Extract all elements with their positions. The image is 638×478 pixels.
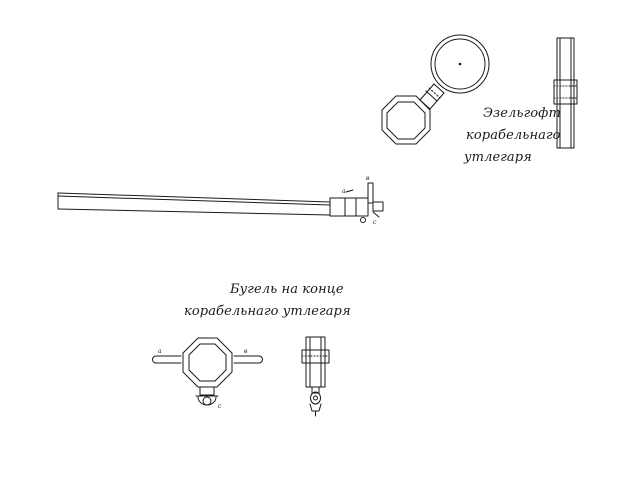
boom-letter-b: в	[366, 175, 370, 182]
eyebolt-ring	[430, 34, 490, 94]
eyebolt-side-view	[553, 37, 578, 149]
band-right-pin	[233, 355, 263, 364]
boom-letter-c: с	[373, 219, 377, 226]
band-side-view	[301, 336, 330, 417]
eyebolt-caption-line-2: корабельнаго	[466, 128, 561, 143]
boom-end-band	[329, 182, 384, 223]
boom-drawing: а в с	[57, 175, 384, 226]
eyebolt-caption: Эзельгофт корабельнаго утлегаря	[464, 103, 561, 169]
eyebolt-neck	[419, 83, 445, 110]
eyebolt-front-view	[381, 34, 490, 145]
band-caption-line-1: Бугель на конце	[230, 282, 344, 297]
eyebolt-octagon	[381, 95, 431, 145]
band-octagon	[182, 337, 233, 388]
band-caption: Бугель на конце корабельнаго утлегаря	[184, 279, 351, 323]
band-letter-b: в	[244, 348, 248, 355]
band-shackle	[195, 386, 219, 406]
band-front-view: а в с	[152, 337, 263, 410]
boom-spar	[57, 192, 331, 216]
eyebolt-caption-line-1: Эзельгофт	[483, 106, 561, 121]
band-letter-c: с	[218, 403, 222, 410]
band-left-pin	[152, 355, 182, 364]
band-letter-a: а	[158, 348, 162, 355]
band-caption-line-2: корабельнаго утлегаря	[184, 304, 351, 319]
boom-letter-a: а	[342, 188, 346, 195]
eyebolt-caption-line-3: утлегаря	[464, 150, 532, 165]
